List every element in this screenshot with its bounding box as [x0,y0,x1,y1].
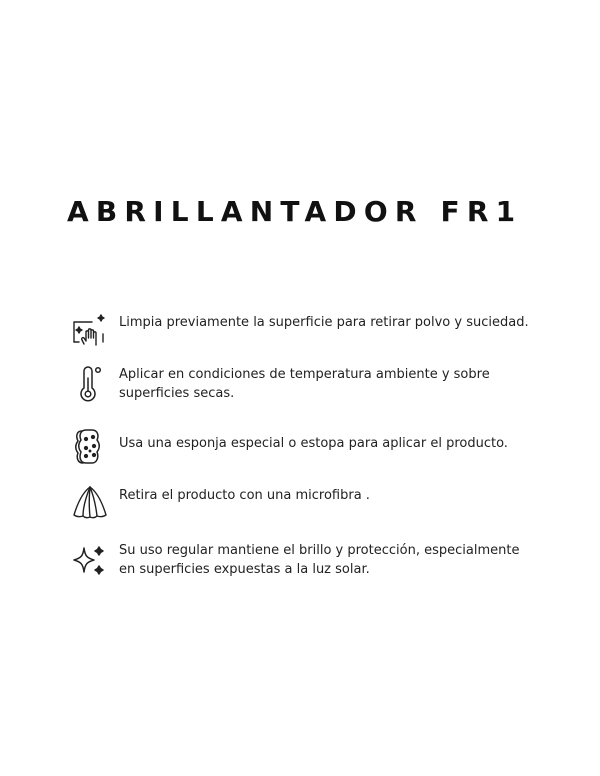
instruction-text: Aplicar en condiciones de temperatura am… [119,367,490,401]
instruction-text: Retira el producto con una microfibra . [119,488,370,503]
sparkle-icon [70,540,110,580]
sponge-icon [70,427,110,467]
instruction-text: Su uso regular mantiene el brillo y prot… [119,543,520,577]
cleaning-hand-icon [70,312,110,352]
instruction-text: Usa una esponja especial o estopa para a… [119,436,508,451]
instruction-text: Limpia previamente la superficie para re… [119,315,529,330]
thermometer-icon [70,364,110,404]
microfiber-cloth-icon [70,483,110,523]
page-title: ABRILLANTADOR FR1 [67,195,523,228]
